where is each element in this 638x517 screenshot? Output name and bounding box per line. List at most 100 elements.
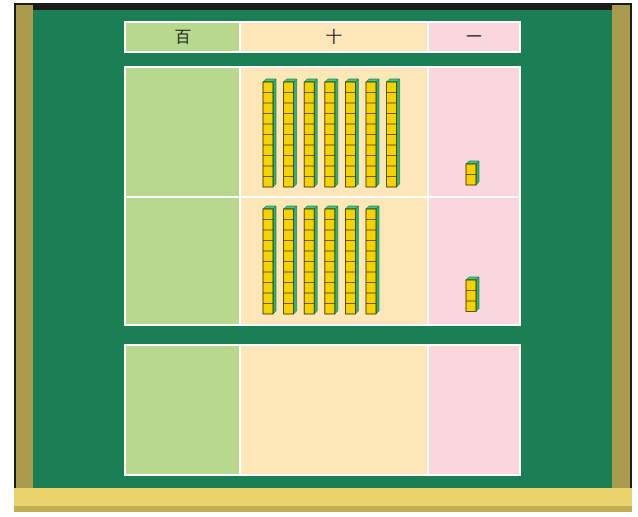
ten-rod-division (345, 134, 355, 135)
place-header: 十 (240, 22, 428, 52)
ten-rod-side (273, 79, 276, 187)
ten-rod-division (366, 134, 376, 135)
ten-rod-top (304, 206, 317, 209)
ten-rod-division (325, 92, 335, 93)
ten-rod-side (294, 206, 297, 314)
ten-rod-division (366, 176, 376, 177)
ten-rod-division (366, 113, 376, 114)
ten-rod-division (263, 303, 273, 304)
ten-rod-division (304, 251, 314, 252)
ten-rod-division (345, 230, 355, 231)
ten-rod-top (284, 206, 297, 209)
ten-rod-top (284, 79, 297, 82)
ten-rod-division (304, 155, 314, 156)
ten-rod-division (325, 230, 335, 231)
ten-rod-division (366, 251, 376, 252)
ten-rod-division (284, 166, 294, 167)
ten-rod-division (284, 134, 294, 135)
ten-rod-division (325, 240, 335, 241)
ten-rod-side (355, 79, 358, 187)
ten-rod-division (304, 92, 314, 93)
ten-rod-division (263, 103, 273, 104)
ten-rod-division (325, 103, 335, 104)
ten-rod-division (284, 176, 294, 177)
ten-rod-division (345, 176, 355, 177)
ten-rod-division (366, 230, 376, 231)
ten-rod (325, 82, 335, 187)
ten-rod-division (366, 303, 376, 304)
ten-rod-division (387, 103, 397, 104)
ten-rod-division (387, 155, 397, 156)
ten-rod-division (325, 219, 335, 220)
ten-rod-top (304, 79, 317, 82)
ten-rod-division (304, 219, 314, 220)
ten-rod-division (284, 293, 294, 294)
column-label: 一 (466, 29, 482, 45)
ten-rod-division (345, 219, 355, 220)
ten-rod-division (263, 166, 273, 167)
ten-rod-division (366, 124, 376, 125)
ten-rod-side (335, 79, 338, 187)
ten-rod-division (304, 124, 314, 125)
ten-rod (284, 209, 294, 314)
ten-rod-division (345, 240, 355, 241)
ten-rod-division (345, 155, 355, 156)
unit-cube (466, 280, 476, 312)
ten-rod-division (345, 251, 355, 252)
ten-rod-division (304, 145, 314, 146)
ten-rod (345, 82, 355, 187)
ten-rod-division (284, 103, 294, 104)
ten-rod-division (366, 219, 376, 220)
ten-rod (304, 209, 314, 314)
ten-rod-top (345, 79, 358, 82)
ten-rod-division (325, 145, 335, 146)
ten-rod-side (294, 79, 297, 187)
ten-rod-division (263, 230, 273, 231)
ten-rod-division (304, 272, 314, 273)
ten-rod-top (366, 79, 379, 82)
ten-rod-division (387, 166, 397, 167)
ten-rod-division (345, 166, 355, 167)
ten-rod-division (284, 230, 294, 231)
ten-rod (366, 209, 376, 314)
ten-rod-division (263, 145, 273, 146)
ten-rod-top (263, 206, 276, 209)
place-header: 一 (428, 22, 520, 52)
ten-rod-division (263, 176, 273, 177)
ten-rod-division (325, 166, 335, 167)
ten-rod-division (304, 261, 314, 262)
ten-rod-side (335, 206, 338, 314)
ten-rod-division (284, 261, 294, 262)
unit-cube-division (466, 301, 476, 302)
ten-rod-top (366, 206, 379, 209)
ten-rod (263, 209, 273, 314)
unit-cube-side (476, 161, 479, 185)
ten-rod-division (263, 92, 273, 93)
ten-rod-division (325, 293, 335, 294)
unit-cube-division (466, 290, 476, 291)
ten-rod (387, 82, 397, 187)
ten-rod-division (366, 145, 376, 146)
ten-rod-top (325, 79, 338, 82)
ten-rod-division (325, 113, 335, 114)
ten-rod-division (345, 124, 355, 125)
ten-rod-division (325, 251, 335, 252)
ten-rod-side (355, 206, 358, 314)
column-label: 十 (326, 29, 342, 45)
ten-rod-division (263, 293, 273, 294)
ten-rod-division (387, 134, 397, 135)
ten-rod-division (387, 92, 397, 93)
ten-rod-division (325, 303, 335, 304)
ten-rod-division (284, 251, 294, 252)
ten-rod (284, 82, 294, 187)
ten-rod-division (304, 282, 314, 283)
ten-rod-division (304, 230, 314, 231)
ten-rod-division (304, 113, 314, 114)
ten-rod-division (304, 103, 314, 104)
ten-rod-division (345, 303, 355, 304)
ten-rod-division (325, 261, 335, 262)
ten-rod-division (263, 282, 273, 283)
ten-rod-division (325, 282, 335, 283)
